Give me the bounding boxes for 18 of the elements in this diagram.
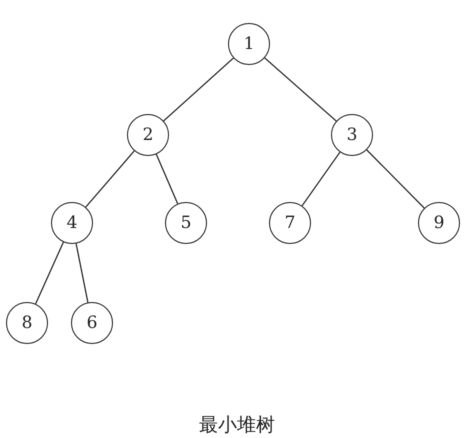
- tree-edge: [35, 242, 64, 304]
- tree-edge: [302, 152, 340, 206]
- tree-edge: [264, 57, 337, 122]
- tree-edge: [366, 150, 425, 208]
- tree-edge: [163, 58, 234, 122]
- caption: 最小堆树: [199, 413, 275, 438]
- tree-node-circle: 5: [165, 202, 207, 244]
- tree-edge: [156, 154, 178, 204]
- tree-node-circle: 1: [228, 23, 270, 65]
- tree-node-circle: 4: [51, 202, 93, 244]
- tree-edge: [85, 150, 135, 208]
- tree-node-circle: 9: [418, 202, 460, 244]
- tree-edge: [76, 243, 88, 303]
- tree-node-circle: 8: [6, 302, 48, 344]
- tree-node-circle: 3: [331, 114, 373, 156]
- tree-node-circle: 2: [127, 114, 169, 156]
- tree-node-circle: 7: [269, 202, 311, 244]
- tree-node-circle: 6: [71, 302, 113, 344]
